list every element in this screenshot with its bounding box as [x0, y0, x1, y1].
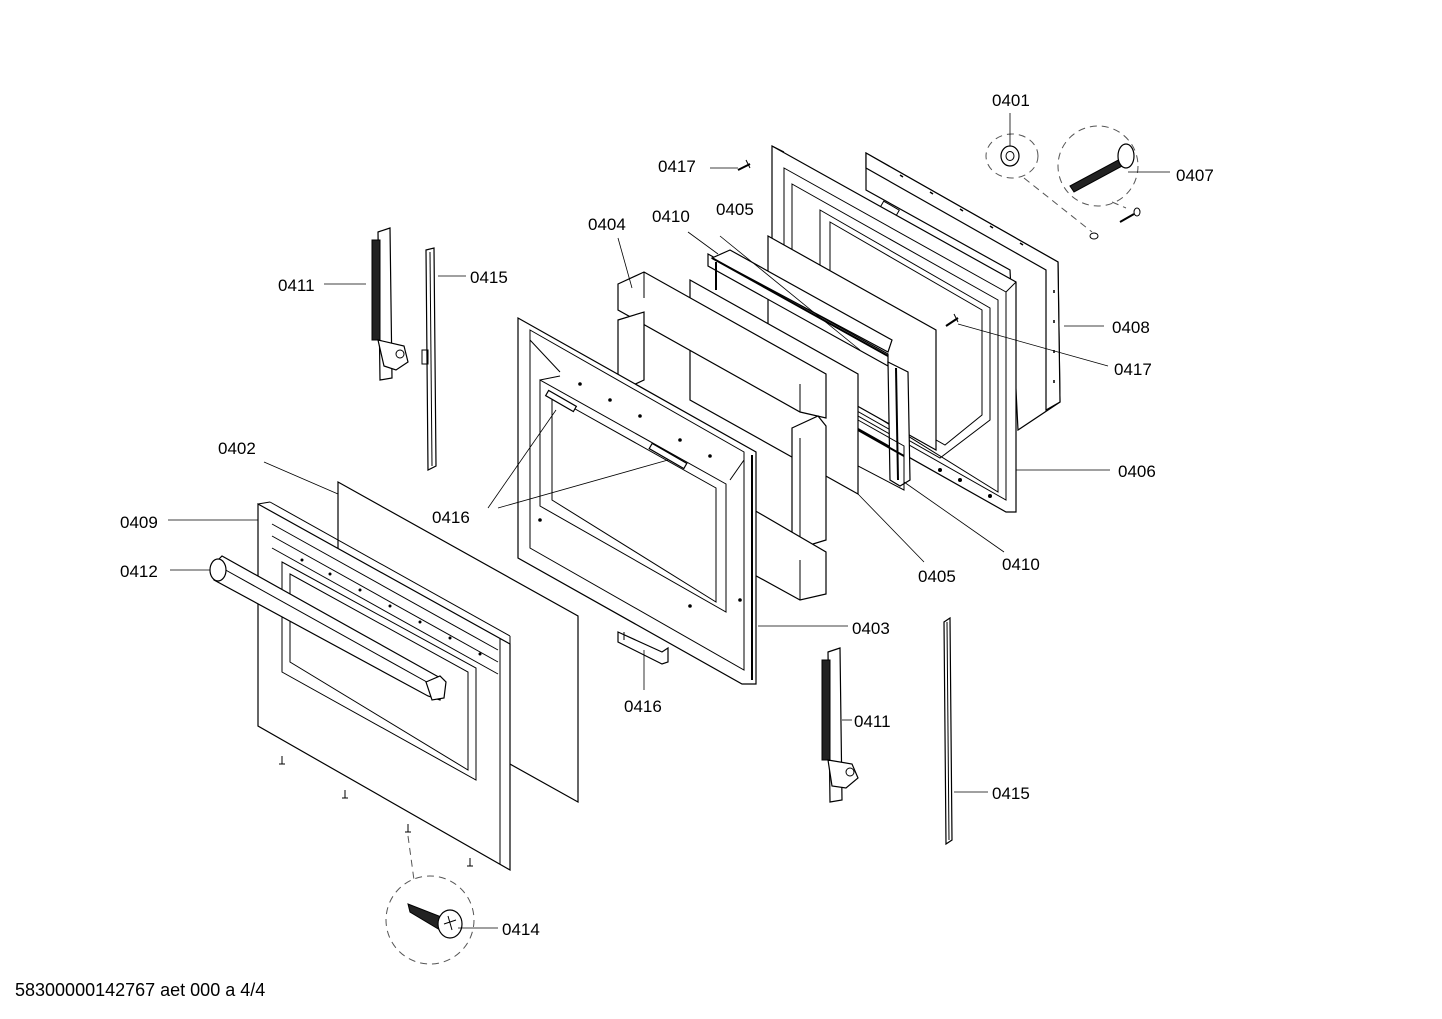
callout-0410-bottom: 0410	[1002, 555, 1040, 574]
callout-0402: 0402	[218, 439, 256, 458]
part-0403-door-frame	[517, 316, 757, 685]
callout-0405-top: 0405	[716, 200, 754, 219]
callout-0416-center: 0416	[432, 508, 470, 527]
part-0417-screw-right	[945, 313, 959, 327]
callout-0417-right: 0417	[1114, 360, 1152, 379]
callout-0406: 0406	[1118, 462, 1156, 481]
callout-0408: 0408	[1112, 318, 1150, 337]
part-0415-rail-right	[943, 616, 953, 846]
leader-lines	[168, 113, 1170, 929]
document-code: 58300000142767 aet 000 a 4/4	[15, 980, 266, 1000]
part-0401-washer	[985, 133, 1099, 240]
part-0411-hinge-right	[821, 647, 859, 803]
callout-0405-bottom: 0405	[918, 567, 956, 586]
part-0411-hinge-left	[371, 227, 409, 381]
callout-0414: 0414	[502, 920, 540, 939]
callout-0417-top: 0417	[658, 157, 696, 176]
screw-icon	[279, 756, 473, 867]
callout-0403: 0403	[852, 619, 890, 638]
callout-0415-left: 0415	[470, 268, 508, 287]
part-0414-screw	[385, 835, 475, 965]
callout-0407: 0407	[1176, 166, 1214, 185]
callout-0409: 0409	[120, 513, 158, 532]
callout-0416-bottom: 0416	[624, 697, 662, 716]
part-0417-screw-top	[737, 159, 751, 171]
callout-0404: 0404	[588, 215, 626, 234]
callout-0411-right: 0411	[854, 712, 891, 731]
part-0416-clip	[617, 631, 669, 665]
part-0409-outer-door	[257, 501, 511, 872]
part-0410-glass-holder-top	[707, 249, 911, 491]
part-0415-rail-left	[421, 247, 437, 471]
callout-0411-left: 0411	[278, 276, 315, 295]
callout-0415-right: 0415	[992, 784, 1030, 803]
callout-0412: 0412	[120, 562, 158, 581]
callout-0401: 0401	[992, 91, 1030, 110]
callout-0410-top: 0410	[652, 207, 690, 226]
callout-labels: 0401 0407 0417 0405 0410 0404 0411 0415 …	[120, 91, 1214, 939]
part-0407-bolt	[1057, 125, 1141, 223]
